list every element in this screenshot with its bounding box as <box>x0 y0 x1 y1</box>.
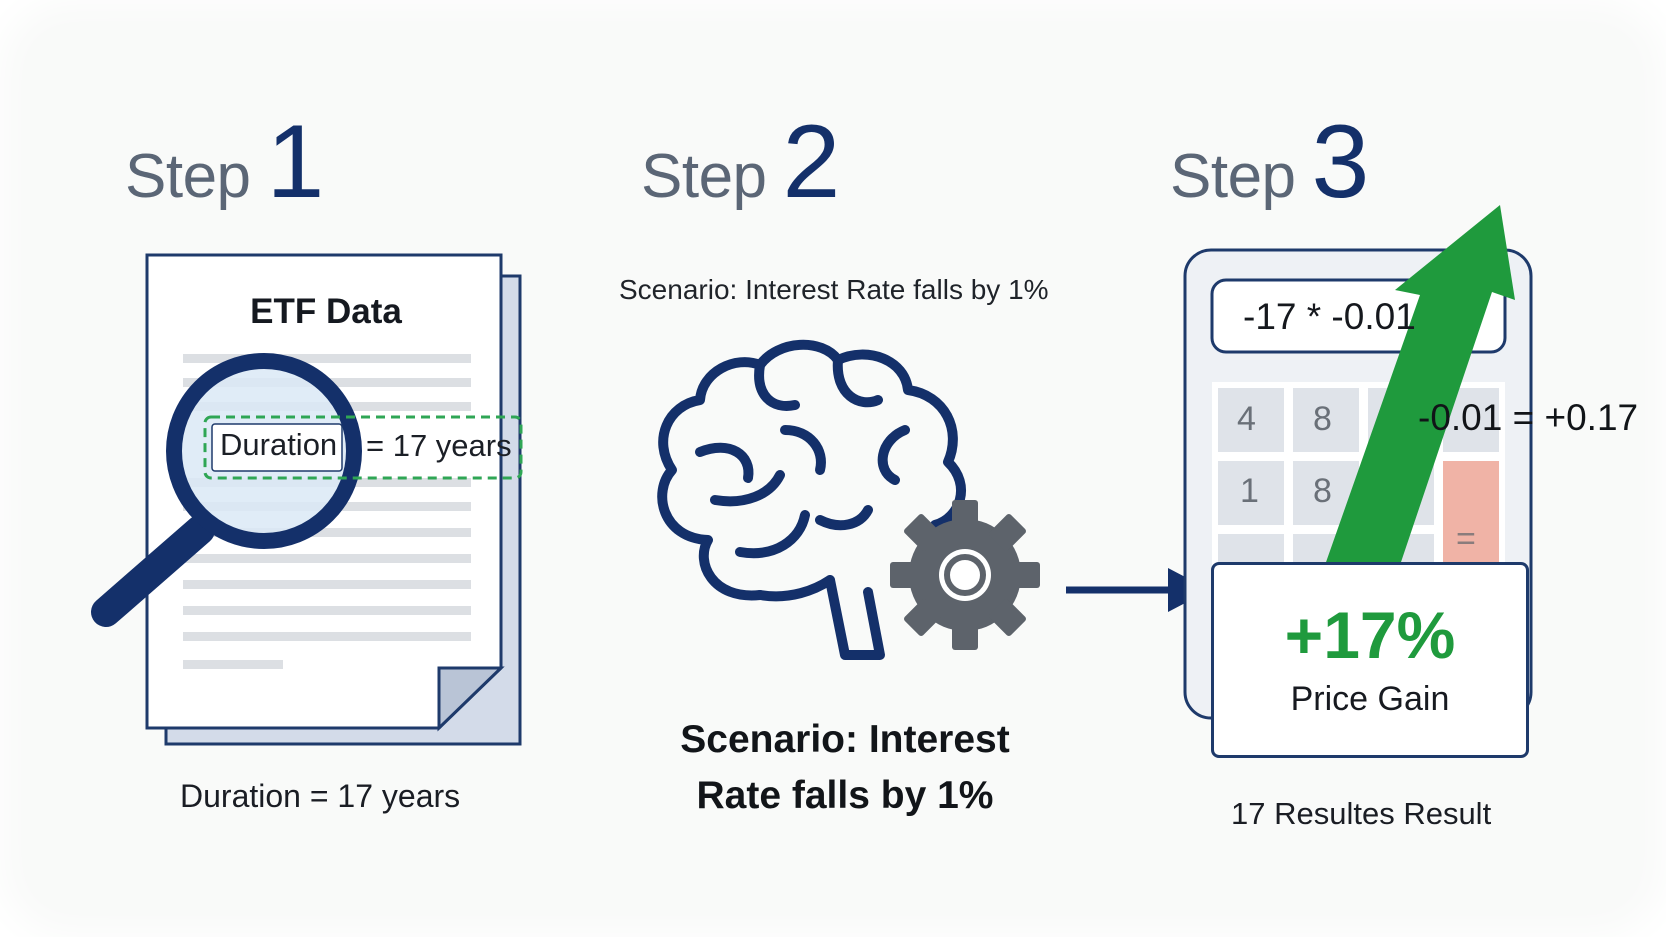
key-1: 1 <box>1240 472 1259 510</box>
document-title: ETF Data <box>250 292 402 331</box>
duration-value: = 17 years <box>366 428 512 463</box>
scenario-bottom: Scenario: Interest Rate falls by 1% <box>680 718 1010 817</box>
gear-icon <box>890 500 1040 650</box>
key-4: 4 <box>1237 400 1256 438</box>
step-2-heading: Step 2 <box>641 110 840 220</box>
step-3-heading: Step 3 <box>1170 110 1369 220</box>
step-2-number: 2 <box>782 104 841 220</box>
key-8-second: 8 <box>1313 472 1332 510</box>
step-3-word: Step <box>1170 142 1296 211</box>
duration-highlight-box <box>203 415 523 480</box>
step-1-caption: Duration = 17 years <box>180 778 461 814</box>
calculator-display: -17 * -0.01 <box>1243 296 1416 337</box>
key-8: 8 <box>1313 400 1332 438</box>
step-3-number: 3 <box>1311 104 1370 220</box>
result-label: Price Gain <box>1290 680 1450 718</box>
step-1-heading: Step 1 <box>125 110 324 220</box>
step-1-word: Step <box>125 142 251 211</box>
key-equals: = <box>1456 520 1476 558</box>
up-arrow-icon <box>1325 205 1515 565</box>
brain-icon <box>657 339 966 660</box>
result-box: +17% Price Gain <box>1211 562 1529 758</box>
step-2-word: Step <box>641 142 767 211</box>
duration-label: Duration <box>220 427 338 462</box>
scenario-top: Scenario: Interest Rate falls by 1% <box>619 274 1049 305</box>
result-value: +17% <box>1284 598 1456 672</box>
step-3-caption: 17 Resultes Result <box>1231 796 1492 831</box>
overlay-equation: -0.01 = +0.17 <box>1418 397 1639 438</box>
step-1-number: 1 <box>266 104 325 220</box>
